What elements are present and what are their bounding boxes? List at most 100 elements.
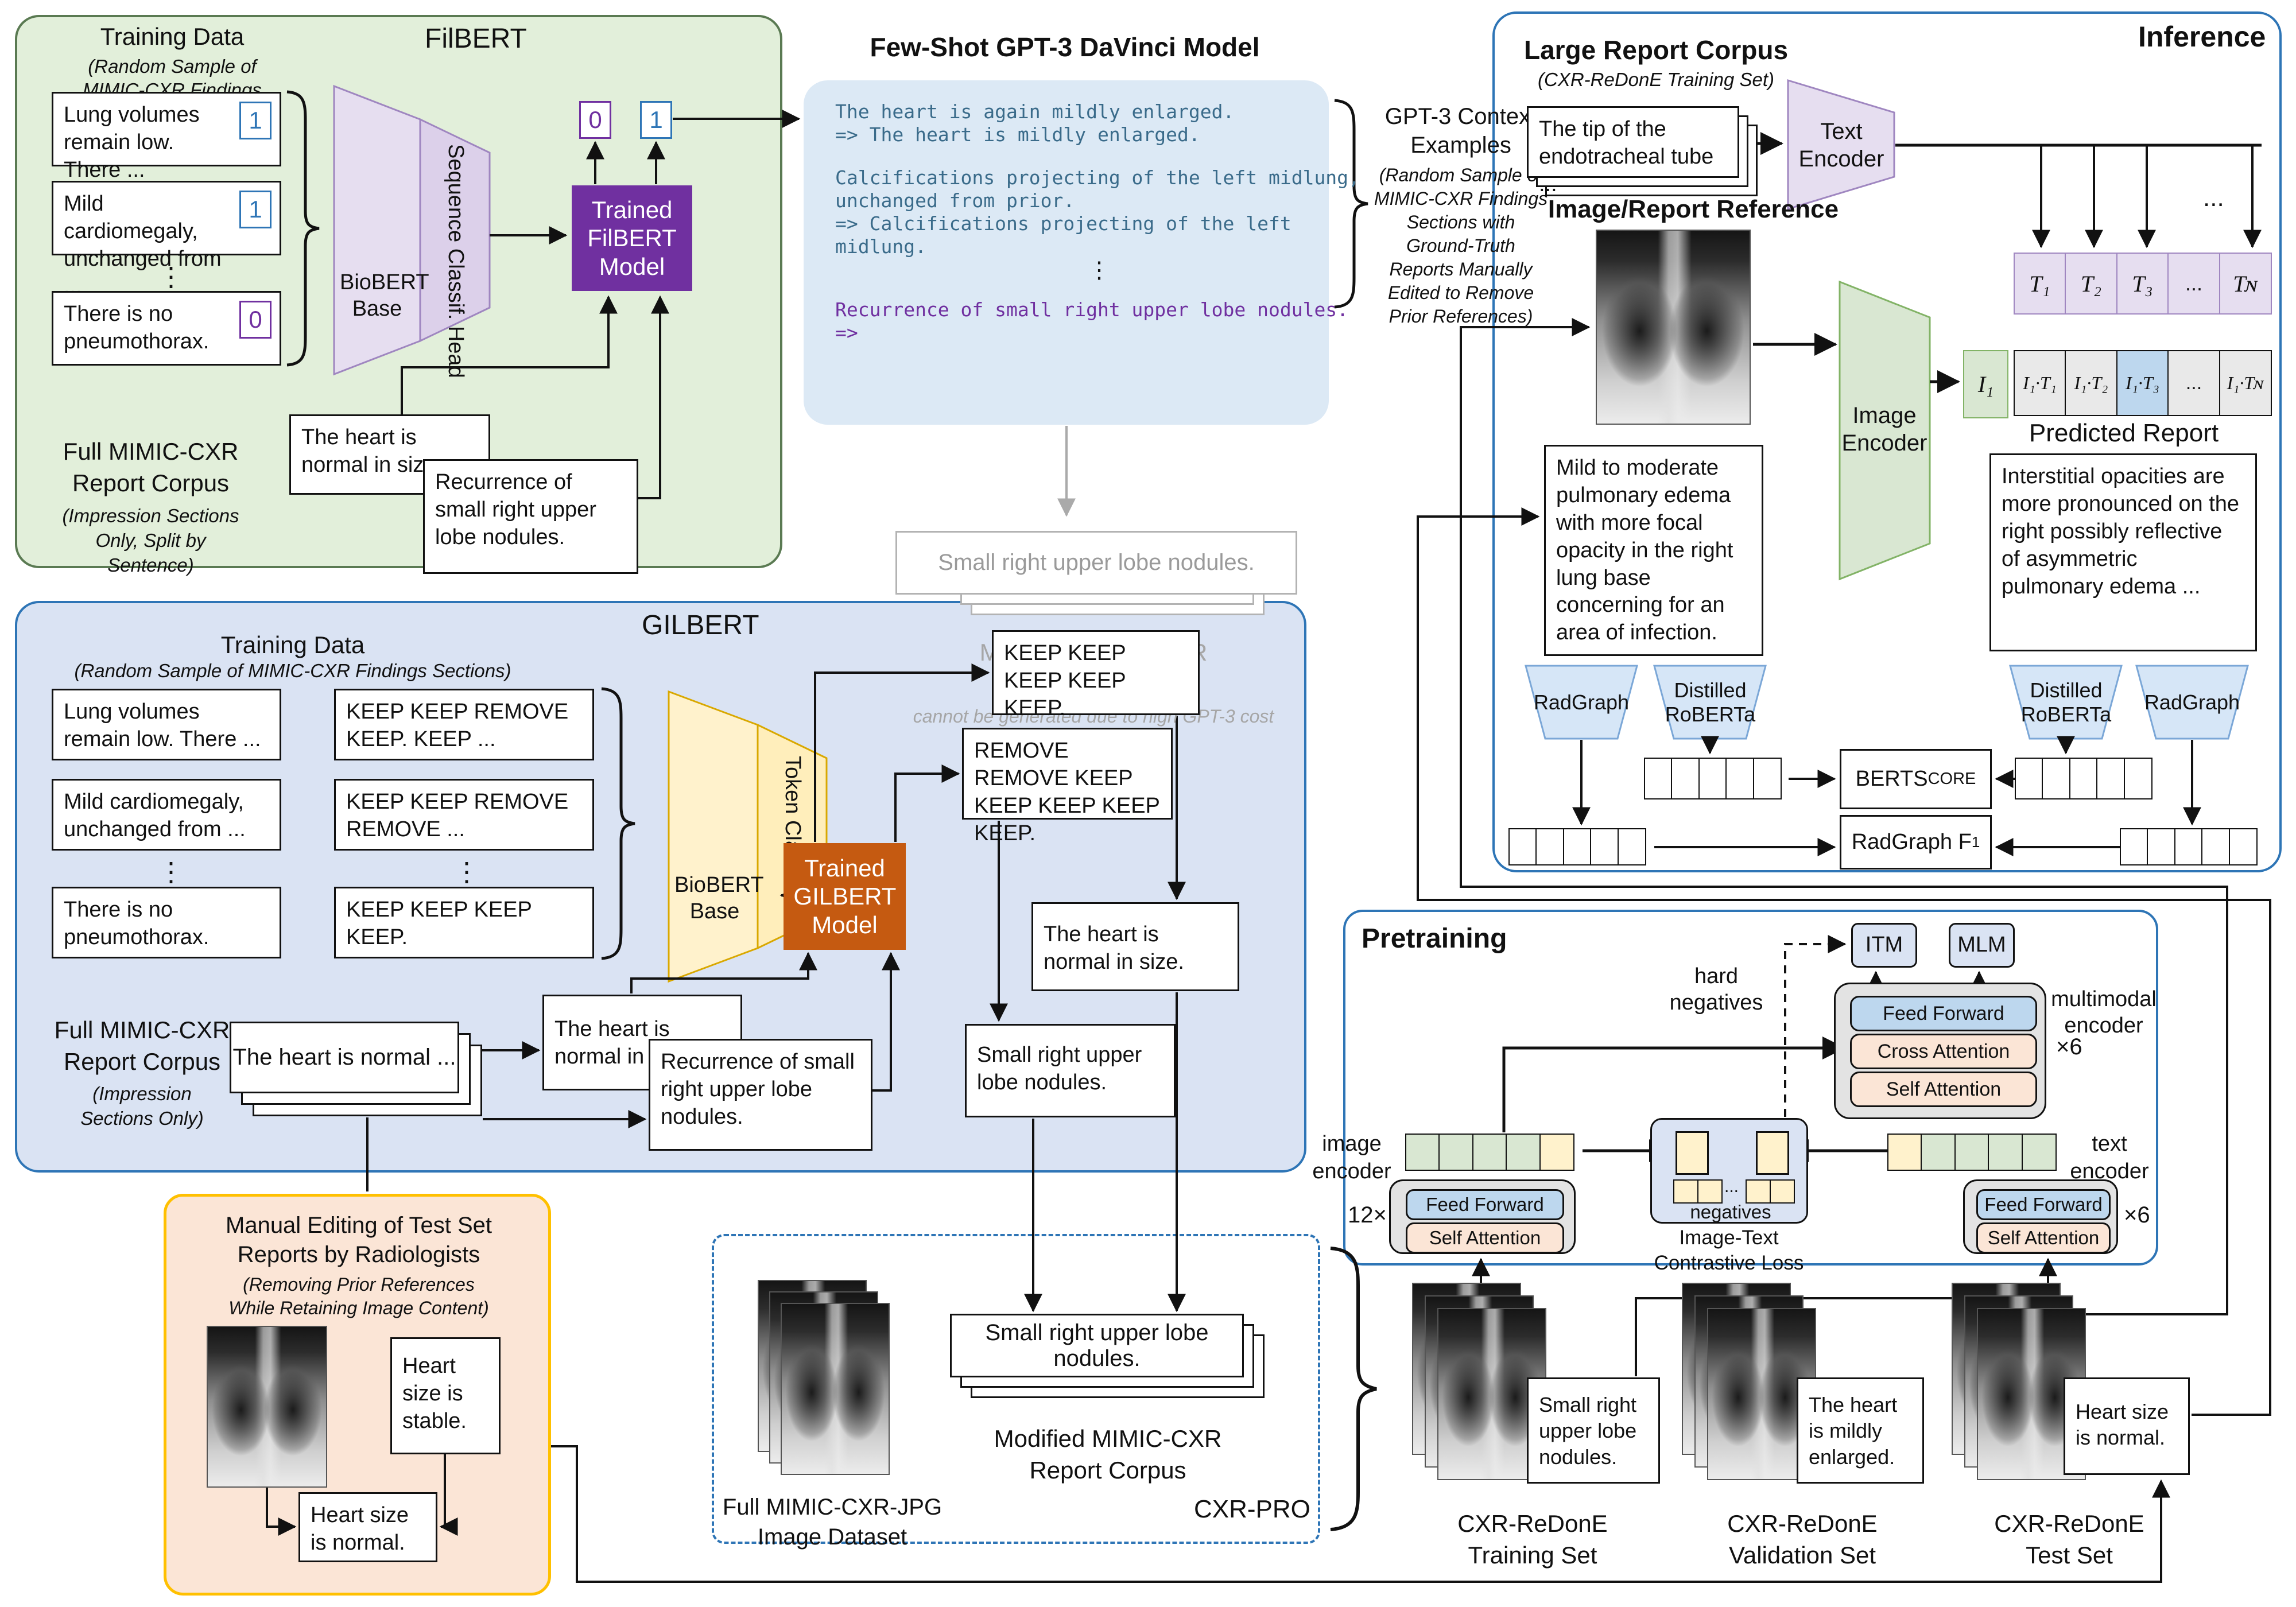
gilbert-remove-tags-box: REMOVE REMOVE KEEP KEEP KEEP KEEP KEEP. — [962, 728, 1173, 845]
metric-cell — [2201, 828, 2230, 865]
gilbert-corpus-note: (Impression Sections Only) — [80, 1083, 204, 1129]
train-caption-box: Small right upper lobe nodules. — [1527, 1377, 1660, 1484]
similarity-cell: I₁·Tɴ — [2219, 350, 2272, 416]
negatives-label: negatives — [1690, 1201, 1771, 1222]
t-cell: Tɴ — [2219, 253, 2272, 315]
filbert-input-1: Lung volumes remain low. There ... 1 — [52, 92, 281, 182]
gilbert-tags-3: KEEP KEEP KEEP KEEP. — [334, 887, 594, 958]
t-cell-dots: ... — [2167, 253, 2220, 315]
t-cell: T₁ — [2013, 253, 2066, 315]
feed-forward-pill: Feed Forward — [1406, 1189, 1564, 1220]
metric-cell — [1671, 758, 1700, 799]
gpt3-line-prompt: Recurrence of small right upper lobe nod… — [835, 298, 1349, 321]
filbert-dots: ⋮ — [158, 262, 184, 292]
cross-attention-pill: Cross Attention — [1850, 1034, 2037, 1069]
multimodal-label: multimodal encoder — [2051, 987, 2157, 1038]
similarity-cell: I₁·T₁ — [2013, 350, 2066, 416]
gilbert-biobert-label: BioBERT Base — [674, 873, 764, 923]
text-token-row — [1887, 1134, 2057, 1171]
image-encoder-label: Image Encoder — [1841, 403, 1927, 456]
gilbert-corpus-stack: The heart is normal ... — [230, 1022, 459, 1093]
multimodal-encoder-box: Feed Forward Cross Attention Self Attent… — [1834, 983, 2046, 1119]
label-badge-2: 1 — [239, 191, 272, 228]
distilled-left-label: Distilled RoBERTa — [1665, 678, 1756, 726]
negative-cell — [1676, 1131, 1709, 1175]
gpt3-dots: ⋮ — [1088, 258, 1111, 283]
filbert-head-label: Sequence Classif. Head — [443, 144, 468, 378]
cxrpro-report-stack: Small right upper lobe nodules. — [950, 1314, 1244, 1377]
manual-note: (Removing Prior References While Retaini… — [228, 1274, 489, 1318]
filbert-biobert-label: BioBERT Base — [340, 270, 429, 321]
token-cell-cls — [1887, 1134, 1922, 1171]
manual-stable-box: Heart size is stable. — [390, 1337, 501, 1454]
test-set-label: CXR-ReDonE Test Set — [1994, 1510, 2144, 1569]
metric-cell — [2069, 758, 2098, 799]
inference-corpus-heading: Large Report Corpus — [1523, 35, 1789, 65]
metric-cell — [1590, 828, 1619, 865]
metric-cell — [2096, 758, 2125, 799]
bertscore-cells-left — [1643, 758, 1782, 799]
gpt3-prompt-panel — [804, 80, 1329, 425]
metric-cell — [2123, 758, 2152, 799]
filbert-corpus-heading: Full MIMIC-CXR Report Corpus — [63, 438, 239, 496]
metric-funnel-shapes — [1525, 665, 2249, 740]
radgraph-right-label: RadGraph — [2144, 690, 2240, 714]
itm-box: ITM — [1851, 923, 1917, 968]
metric-cell — [1508, 828, 1537, 865]
reference-report-box: Mild to moderate pulmonary edema with mo… — [1544, 445, 1763, 656]
metric-cell — [2147, 828, 2175, 865]
similarity-cell-dots: ... — [2167, 350, 2220, 416]
distilled-right-label: Distilled RoBERTa — [2020, 678, 2112, 726]
negative-cell — [1756, 1131, 1789, 1175]
self-attention-pill: Self Attention — [1406, 1222, 1564, 1253]
hard-negatives-label: hard negatives — [1669, 964, 1763, 1015]
metric-cell — [1752, 758, 1782, 799]
token-cell — [1954, 1134, 1989, 1171]
feed-forward-pill: Feed Forward — [1850, 996, 2037, 1031]
mlm-box: MLM — [1949, 923, 2015, 968]
gilbert-connectors — [366, 663, 1186, 1313]
similarity-cell: I₁·T₂ — [2065, 350, 2117, 416]
gpt3-line: => Calcifications projecting of the left — [835, 212, 1292, 235]
token-cell — [1438, 1134, 1473, 1171]
metric-cell — [2174, 828, 2203, 865]
text-encoder-label: Text Encoder — [1798, 119, 1884, 172]
negatives-queue-box: ... negatives — [1650, 1118, 1808, 1224]
token-cell — [1472, 1134, 1507, 1171]
chest-xray-image — [207, 1326, 327, 1488]
negative-cell — [1673, 1179, 1698, 1204]
token-cell — [2021, 1134, 2057, 1171]
reference-xray-image — [1596, 230, 1751, 425]
gilbert-remove-output-box: Small right upper lobe nodules. — [965, 1024, 1176, 1117]
token-cell — [1506, 1134, 1541, 1171]
filbert-sentence-remove: Recurrence of small right upper lobe nod… — [423, 459, 638, 574]
val-caption-box: The heart is mildly enlarged. — [1797, 1377, 1924, 1484]
label-badge-1: 1 — [239, 102, 272, 139]
filbert-encoder-shapes — [333, 84, 491, 376]
gilbert-corpus-heading: Full MIMIC-CXR Report Corpus — [54, 1016, 230, 1075]
text-embedding-row: T₁ T₂ T₃ ... Tɴ — [2013, 253, 2272, 315]
filbert-input-2: Mild cardiomegaly, unchanged from ... 1 — [52, 181, 281, 298]
gpt3-line: midlung. — [835, 235, 926, 258]
gilbert-input-1: Lung volumes remain low. There ... — [52, 689, 281, 760]
token-cell — [1921, 1134, 1956, 1171]
negative-cell — [1697, 1179, 1723, 1204]
filbert-training-heading: Training Data — [100, 23, 245, 50]
gilbert-dots-left: ⋮ — [158, 857, 184, 887]
x12-label: 12× — [1348, 1202, 1387, 1228]
gilbert-input-3: There is no pneumothorax. — [52, 887, 281, 958]
image-encoder-shape — [1839, 280, 1931, 581]
inference-corpus-note: (CXR-ReDonE Training Set) — [1537, 69, 1775, 90]
gilbert-keep-tags-box: KEEP KEEP KEEP KEEP KEEP. — [992, 630, 1200, 720]
gpt3-context-heading: GPT-3 Context Examples — [1384, 104, 1537, 158]
image-token-row — [1405, 1134, 1574, 1171]
label-badge-3: 0 — [239, 301, 272, 339]
filbert-trained-model: Trained FilBERT Model — [572, 185, 692, 291]
image-encoder-box-pt: Feed Forward Self Attention — [1389, 1179, 1576, 1254]
x6-bottom-label: ×6 — [2124, 1202, 2150, 1228]
metric-cell — [2228, 828, 2258, 865]
